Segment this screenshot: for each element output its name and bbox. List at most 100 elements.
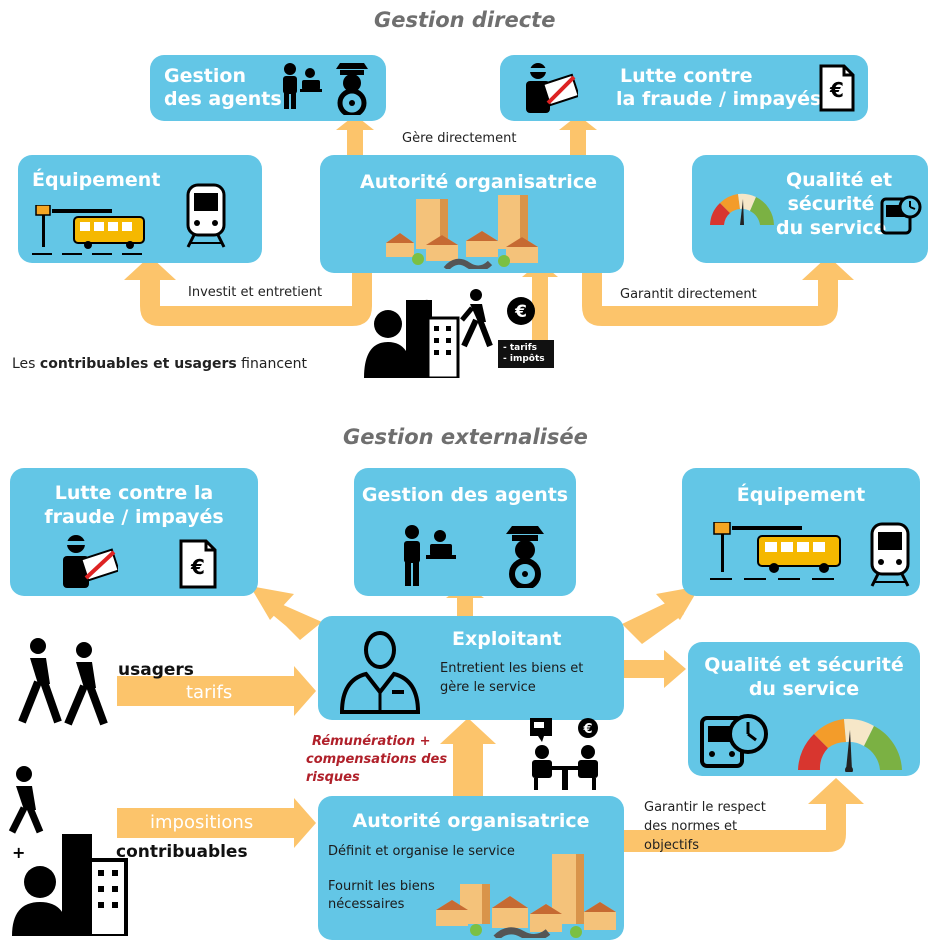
euro-symbol: € [190,555,205,579]
financent-prefix: Les [12,356,40,372]
box-equipement-bottom: Équipement [682,468,920,596]
tag-tarifs: - tarifs [503,343,538,353]
arrow-up-autorite [532,275,548,340]
box-gestion-agents-bottom: Gestion des agents [354,468,576,596]
bus-stop-icon [32,205,145,255]
arrow-impositions [117,808,297,838]
arrow-to-qualite-head [664,650,686,688]
label-tarifs: tarifs [186,682,233,703]
tram-icon [870,522,910,587]
label-contribuables: contribuables [116,842,248,862]
label-remuneration: risques [306,770,360,785]
employee-icon [339,631,421,714]
autorite-text: Fournit les biens [328,879,435,894]
gauge-icon [710,193,774,225]
box-title: Qualité et [786,169,893,191]
driver-icon [506,526,544,588]
gauge-icon [798,718,902,772]
tarifs-impots-tag: - tarifs - impôts [498,340,554,368]
euro-coin-icon: € [507,297,535,325]
label-financent: Les contribuables et usagers financent [12,356,307,372]
box-title: Équipement [32,169,161,191]
autorite-text: Définit et organise le service [328,844,515,859]
box-title: Autorité organisatrice [360,171,597,193]
arrow-garantir [622,778,864,852]
svg-text:+: + [12,843,25,862]
box-title: la fraude / impayés [616,88,822,110]
arrow-garantit [582,256,854,326]
box-lutte-fraude-bottom: Lutte contre la fraude / impayés € [10,468,258,596]
label-remuneration: Rémunération + [312,734,431,749]
box-autorite-top: Autorité organisatrice [320,155,624,273]
euro-symbol: € [829,78,844,102]
arrow-to-equipement [622,600,684,644]
euro-document-icon: € [819,64,855,112]
city-buildings-icon: + [364,295,460,378]
financent-suffix: financent [236,356,308,372]
arrow-impositions-head [294,798,316,848]
arrow-to-fraude-head [250,586,294,620]
bus-stop-icon [710,522,841,580]
box-lutte-fraude-top: Lutte contre la fraude / impayés € [500,55,868,121]
box-title: des agents [164,88,282,110]
box-title: sécurité [787,193,875,215]
driver-icon [336,63,368,115]
arrow-tarifs-head [294,666,316,716]
box-title: du service [776,217,887,239]
euro-symbol: € [582,722,592,737]
euro-document-icon: € [179,539,217,589]
exploitant-text: gère le service [440,680,536,695]
box-title: Lutte contre [620,65,753,87]
box-qualite-top: Qualité et sécurité du service [692,155,928,263]
label-usagers: usagers [118,660,194,680]
section-title-directe: Gestion directe [374,8,556,32]
label-investit: Investit et entretient [188,285,323,300]
euro-symbol: € [514,302,527,322]
box-title: Qualité et sécurité [704,654,904,676]
box-title: du service [748,678,860,700]
fare-dodger-icon [526,63,578,113]
box-exploitant: Exploitant Entretient les biens et gère … [318,616,624,720]
exploitant-text: Entretient les biens et [440,661,584,676]
label-garantir: objectifs [644,838,700,853]
box-title: fraude / impayés [44,506,224,528]
walking-person-icon [460,289,493,348]
arrow-autorite-exploitant [453,740,483,796]
staff-icon [404,525,456,586]
staff-icon [283,63,322,109]
arrow-up-fraude-head [559,115,597,130]
arrow-to-qualite [622,660,668,678]
fare-dodger-icon [63,535,118,588]
label-impositions: impositions [150,812,254,833]
label-garantir: Garantir le respect [644,800,766,815]
box-qualite-bottom: Qualité et sécurité du service [688,642,920,776]
box-title: Autorité organisatrice [352,810,590,832]
box-title: Équipement [736,484,866,506]
box-equipement-top: Équipement [18,155,262,263]
label-garantit: Garantit directement [620,287,757,302]
arrow-to-agents [457,596,473,622]
arrow-up-agents-head [336,115,374,130]
town-icon [436,854,616,938]
box-title: Lutte contre la [54,482,214,504]
walking-person-icon [18,638,108,726]
arrow-tarifs [117,676,297,706]
box-title: Gestion des agents [361,484,569,506]
walking-person-icon [8,766,44,834]
box-title: Gestion [164,65,246,87]
label-garantir: des normes et [644,819,738,834]
autorite-text: nécessaires [328,897,405,912]
town-icon [386,195,538,269]
label-remuneration: compensations des [306,752,448,767]
label-gere-directement: Gère directement [402,131,517,146]
svg-text:+: + [420,295,433,314]
box-gestion-agents-top: Gestion des agents [150,55,386,121]
box-title: Exploitant [452,628,562,650]
arrow-up-agents [347,128,363,162]
bus-clock-icon [880,195,922,235]
tag-impots: - impôts [503,354,545,364]
financent-bold: contribuables et usagers [39,356,237,372]
bus-clock-icon [700,714,768,768]
